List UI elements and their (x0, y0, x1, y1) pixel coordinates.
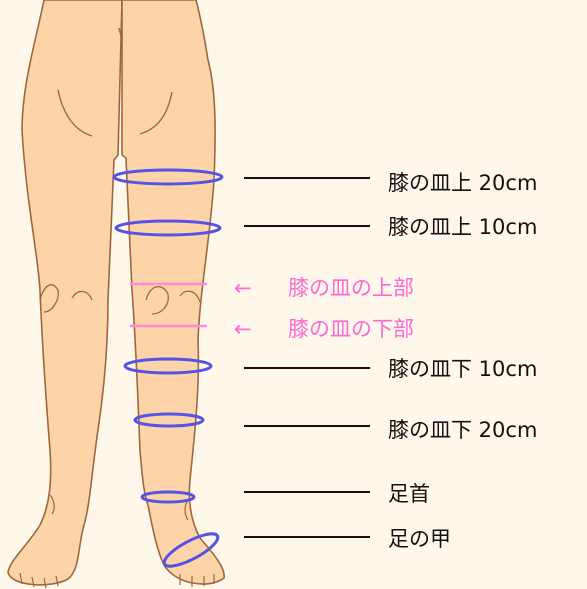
right-leg (122, 0, 224, 584)
label-knee-bottom: 膝の皿の下部 (288, 317, 414, 341)
knee-top-arrow-icon: ← (234, 276, 252, 300)
label-calf-20: 膝の皿下 20cm (388, 418, 537, 442)
label-instep: 足の甲 (388, 527, 451, 551)
label-knee-top: 膝の皿の上部 (288, 276, 414, 300)
left-leg (8, 0, 122, 585)
label-calf-10: 膝の皿下 10cm (388, 357, 537, 381)
label-thigh-10: 膝の皿上 10cm (388, 215, 537, 239)
label-thigh-20: 膝の皿上 20cm (388, 171, 537, 195)
knee-bottom-arrow-icon: ← (234, 317, 252, 341)
leader-lines (244, 178, 370, 537)
label-ankle: 足首 (388, 482, 430, 506)
